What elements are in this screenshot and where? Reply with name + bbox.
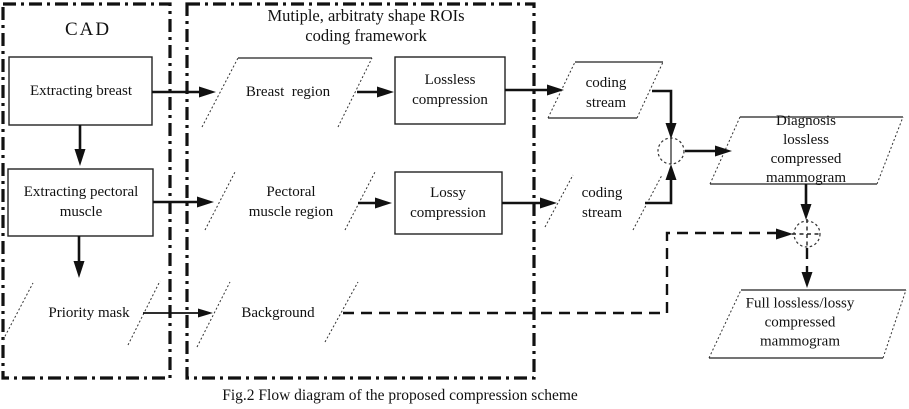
arrowhead-breast-to-region bbox=[199, 86, 216, 98]
extracting-pectoral-muscle-box bbox=[7, 168, 154, 237]
dashed-route-background-to-junction2 bbox=[343, 231, 776, 315]
priority-mask-left-slash bbox=[2, 282, 34, 341]
arrowhead-region-to-lossy bbox=[375, 197, 392, 209]
arrowhead-stream-top-to-junction1 bbox=[665, 123, 677, 139]
breast-region-left-slash bbox=[201, 57, 239, 128]
background-left-slash bbox=[196, 281, 231, 348]
breast-region-right-slash bbox=[337, 57, 373, 128]
arrowhead-junction1-to-diagnosis bbox=[715, 145, 732, 157]
arrowhead-region-to-lossless bbox=[377, 86, 394, 98]
coding-stream-bottom-left-slash bbox=[544, 174, 574, 228]
full-right-slash bbox=[882, 289, 907, 359]
arrow-stream-top-to-junction1 bbox=[652, 89, 673, 125]
arrowhead-junction2-to-full bbox=[801, 272, 813, 288]
arrow-stream-bottom-to-junction1 bbox=[645, 180, 673, 205]
lossless-compression-box bbox=[394, 56, 506, 125]
arrowhead-mask-to-background bbox=[198, 308, 213, 318]
framework-group-border bbox=[185, 2, 536, 380]
arrowhead-lossy-to-stream bbox=[540, 197, 557, 209]
arrowhead-background-to-junction2 bbox=[776, 228, 793, 240]
diagnosis-right-slash bbox=[876, 116, 904, 185]
arrowhead-diagnosis-to-junction2 bbox=[800, 204, 812, 220]
arrowhead-breast-to-pectoral bbox=[74, 149, 86, 166]
coding-stream-top-right-slash bbox=[636, 61, 664, 119]
cad-group-border bbox=[1, 2, 172, 380]
pectoral-region-right-slash bbox=[344, 171, 376, 231]
full-left-slash bbox=[708, 289, 742, 359]
arrowhead-pectoral-to-region bbox=[197, 196, 214, 208]
arrowhead-lossless-to-stream bbox=[547, 84, 564, 96]
priority-mask-right-slash bbox=[127, 280, 161, 346]
arrowhead-pectoral-to-mask bbox=[73, 261, 85, 278]
arrowhead-stream-bottom-to-junction1 bbox=[665, 164, 677, 180]
background-right-slash bbox=[324, 281, 359, 343]
extracting-breast-box bbox=[8, 56, 153, 126]
lossy-compression-box bbox=[394, 171, 503, 235]
